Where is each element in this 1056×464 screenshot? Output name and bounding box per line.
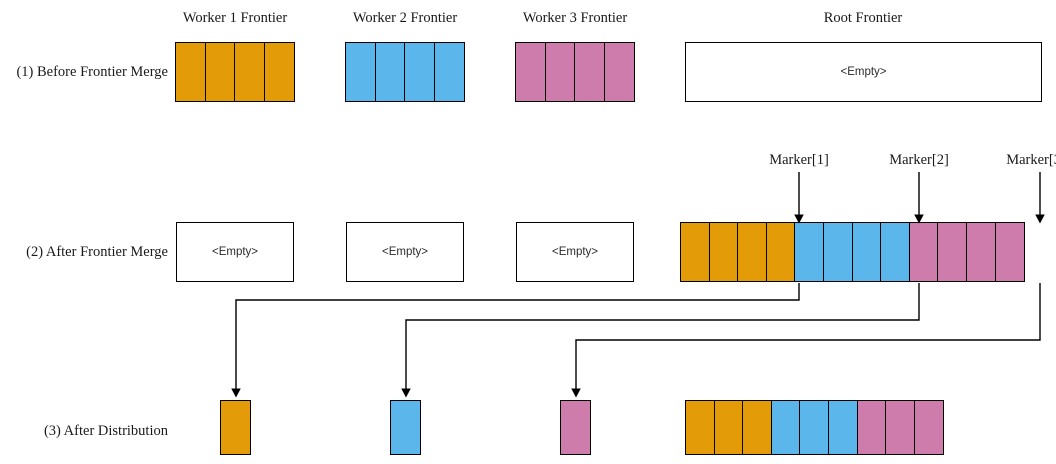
frontier-cell [263, 42, 296, 102]
frontier-cell [799, 400, 830, 455]
row2-worker-1-frontier-empty: <Empty> [176, 222, 294, 282]
frontier-cell [742, 400, 773, 455]
row3-worker-1-frontier [220, 400, 251, 455]
frontier-cell [708, 222, 739, 282]
frontier-cell [345, 42, 377, 102]
row1-worker-2-frontier [345, 42, 466, 102]
row-label-after-merge: (2) After Frontier Merge [26, 244, 168, 260]
frontier-cell [175, 42, 207, 102]
frontier-cell [823, 222, 854, 282]
marker-1-label: Marker[1] [769, 152, 829, 168]
row2-root-frontier-merged [680, 222, 1040, 282]
marker-2-label: Marker[2] [889, 152, 949, 168]
row1-worker-1-frontier [175, 42, 296, 102]
frontier-cell [404, 42, 436, 102]
frontier-cell [204, 42, 236, 102]
frontier-cell [770, 400, 801, 455]
frontier-cell [560, 400, 591, 455]
marker-2-to-worker-2 [401, 283, 920, 398]
frontier-cell [603, 42, 636, 102]
row-label-after-distribution: (3) After Distribution [43, 423, 168, 439]
row2-worker-2-frontier-empty: <Empty> [346, 222, 464, 282]
column-title-root: Root Frontier [823, 10, 903, 26]
column-title-worker-1: Worker 1 Frontier [182, 10, 288, 26]
frontier-cell [794, 222, 825, 282]
frontier-cell [828, 400, 859, 455]
column-title-worker-3: Worker 3 Frontier [522, 10, 628, 26]
frontier-cell [908, 222, 939, 282]
frontier-cell [220, 400, 251, 455]
frontier-cell [544, 42, 576, 102]
frontier-cell [913, 400, 944, 455]
frontier-cell [765, 222, 796, 282]
row3-worker-3-frontier [560, 400, 591, 455]
frontier-cell [685, 400, 715, 455]
row1-root-frontier-empty: <Empty> [685, 42, 1042, 102]
frontier-cell [856, 400, 887, 455]
row3-root-frontier-remaining [685, 400, 955, 455]
column-title-worker-2: Worker 2 Frontier [352, 10, 458, 26]
row1-worker-3-frontier [515, 42, 636, 102]
frontier-cell [515, 42, 547, 102]
frontier-cell [374, 42, 406, 102]
frontier-cell [234, 42, 266, 102]
frontier-cell [680, 222, 710, 282]
frontier-cell [885, 400, 916, 455]
marker-3-label: Marker[3] [1006, 152, 1056, 168]
row-label-before-merge: (1) Before Frontier Merge [16, 64, 168, 80]
frontier-cell [737, 222, 768, 282]
frontier-cell [574, 42, 606, 102]
frontier-cell [880, 222, 911, 282]
frontier-cell [851, 222, 882, 282]
frontier-cell [966, 222, 997, 282]
frontier-cell [937, 222, 968, 282]
frontier-cell [433, 42, 466, 102]
marker-1-to-worker-1 [231, 283, 800, 398]
frontier-cell [994, 222, 1025, 282]
row3-worker-2-frontier [390, 400, 421, 455]
frontier-cell [390, 400, 421, 455]
marker-3-to-worker-3 [571, 283, 1041, 398]
row2-worker-3-frontier-empty: <Empty> [516, 222, 634, 282]
frontier-cell [713, 400, 744, 455]
